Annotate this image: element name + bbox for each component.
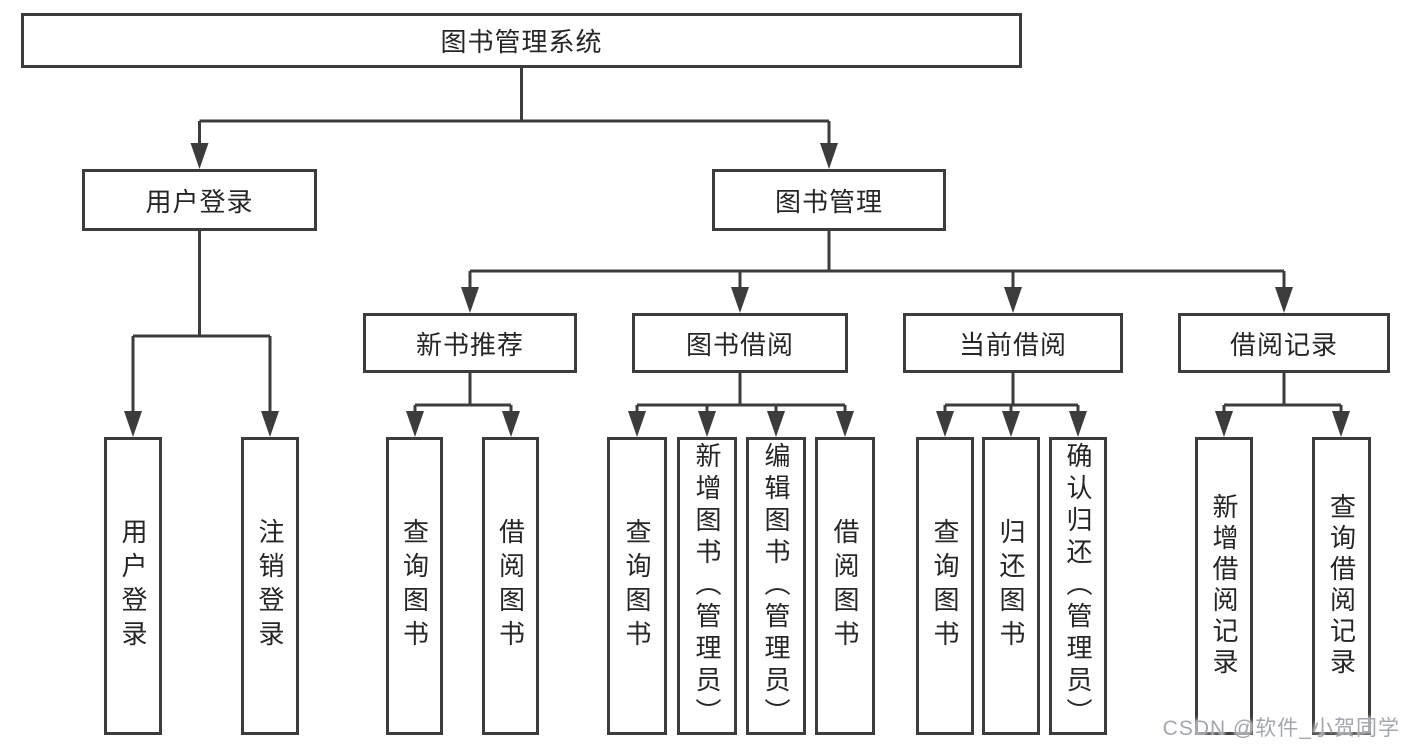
arrow-down-icon xyxy=(261,411,279,437)
leaf-rec-query-books: 查询图书 xyxy=(386,437,443,735)
arrow-down-icon xyxy=(1275,287,1293,313)
arrow-down-icon xyxy=(836,411,854,437)
leaf-logout: 注销登录 xyxy=(241,437,299,735)
leaf-cb-confirm-return-admin: 确认归还（管理员） xyxy=(1049,437,1107,735)
arrow-down-icon xyxy=(1332,411,1350,437)
arrow-down-icon xyxy=(190,143,209,169)
arrow-down-icon xyxy=(1004,287,1022,313)
node-book-mgmt: 图书管理 xyxy=(712,169,946,231)
arrow-down-icon xyxy=(1215,411,1233,437)
leaf-user-login: 用户登录 xyxy=(104,437,162,735)
leaf-bb-edit-books-admin: 编辑图书（管理员） xyxy=(746,437,806,735)
leaf-bb-query-books: 查询图书 xyxy=(607,437,667,735)
leaf-cb-return-books: 归还图书 xyxy=(982,437,1040,735)
connector-new-book-rec xyxy=(413,373,513,413)
connector-book-mgmt xyxy=(468,231,1286,289)
arrow-down-icon xyxy=(820,143,838,169)
connector-borrow-records xyxy=(1222,373,1343,413)
arrow-down-icon xyxy=(124,411,142,437)
connector-root xyxy=(198,68,831,145)
leaf-cb-query-books: 查询图书 xyxy=(916,437,974,735)
arrow-down-icon xyxy=(698,411,716,437)
csdn-watermark: CSDN @软件_小贺同学 xyxy=(1162,717,1400,740)
node-user-login: 用户登录 xyxy=(82,169,317,231)
arrow-down-icon xyxy=(767,411,785,437)
arrow-down-icon xyxy=(1069,411,1087,437)
leaf-bb-add-books-admin: 新增图书（管理员） xyxy=(677,437,737,735)
node-current-borrow: 当前借阅 xyxy=(903,313,1123,373)
node-borrow-records: 借阅记录 xyxy=(1178,313,1390,373)
arrow-down-icon xyxy=(1002,411,1020,437)
connector-book-borrow xyxy=(635,373,847,413)
leaf-bb-borrow-books: 借阅图书 xyxy=(815,437,875,735)
leaf-rec-borrow-books: 借阅图书 xyxy=(482,437,539,735)
node-root: 图书管理系统 xyxy=(21,13,1022,68)
arrow-down-icon xyxy=(731,287,749,313)
leaf-br-query-record: 查询借阅记录 xyxy=(1312,437,1371,735)
arrow-down-icon xyxy=(628,411,646,437)
leaf-br-add-record: 新增借阅记录 xyxy=(1195,437,1253,735)
node-new-book-rec: 新书推荐 xyxy=(363,313,577,373)
node-book-borrow: 图书借阅 xyxy=(632,313,848,373)
arrow-down-icon xyxy=(461,287,479,313)
arrow-down-icon xyxy=(936,411,954,437)
connector-current-borrow xyxy=(943,373,1080,413)
connector-user-login xyxy=(131,231,272,413)
arrow-down-icon xyxy=(502,411,520,437)
arrow-down-icon xyxy=(406,411,424,437)
